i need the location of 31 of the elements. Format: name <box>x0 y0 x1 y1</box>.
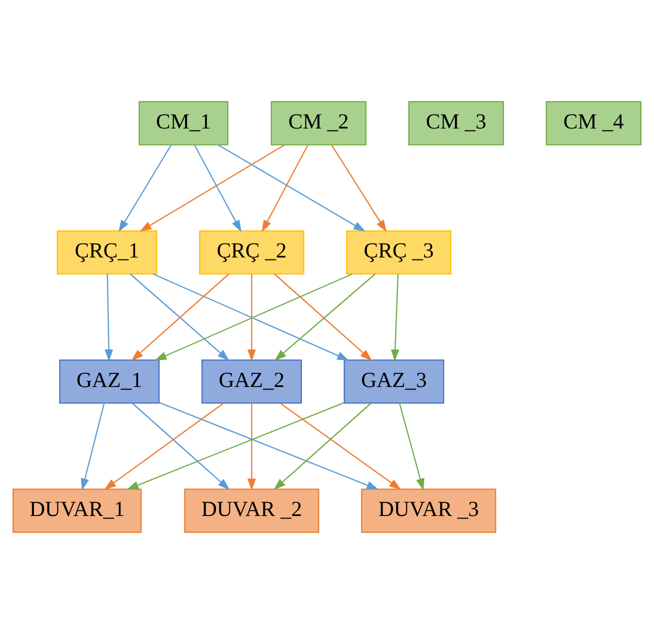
arrow <box>398 402 424 490</box>
arrow <box>140 144 285 232</box>
arrow <box>274 402 372 490</box>
arrow <box>118 144 172 232</box>
node-box: CM _2 <box>270 100 366 145</box>
arrow <box>262 144 308 232</box>
arrow <box>390 273 400 361</box>
node-box: DUVAR _3 <box>361 488 496 532</box>
node-box: ÇRÇ_1 <box>56 230 158 274</box>
arrow <box>126 402 344 490</box>
node-box: ÇRÇ _2 <box>199 230 304 274</box>
arrow <box>247 402 256 490</box>
node-box: CM _4 <box>546 100 642 145</box>
node-box: CM _3 <box>408 100 504 145</box>
arrow <box>132 402 230 490</box>
arrow <box>194 144 242 232</box>
node-box: ÇRÇ _3 <box>346 230 452 274</box>
arrow <box>247 274 256 361</box>
arrow <box>104 273 113 361</box>
arrow <box>280 402 402 490</box>
node-box: DUVAR _2 <box>184 488 320 532</box>
arrow <box>330 144 387 232</box>
node-box: GAZ_3 <box>344 358 444 404</box>
arrow <box>159 402 379 490</box>
arrow <box>80 402 105 490</box>
arrow <box>104 402 224 490</box>
node-box: GAZ_1 <box>59 358 160 404</box>
node-box: CM_1 <box>138 100 228 145</box>
node-box: DUVAR_1 <box>12 488 142 532</box>
arrow <box>218 144 366 232</box>
node-box: GAZ_2 <box>201 358 302 404</box>
